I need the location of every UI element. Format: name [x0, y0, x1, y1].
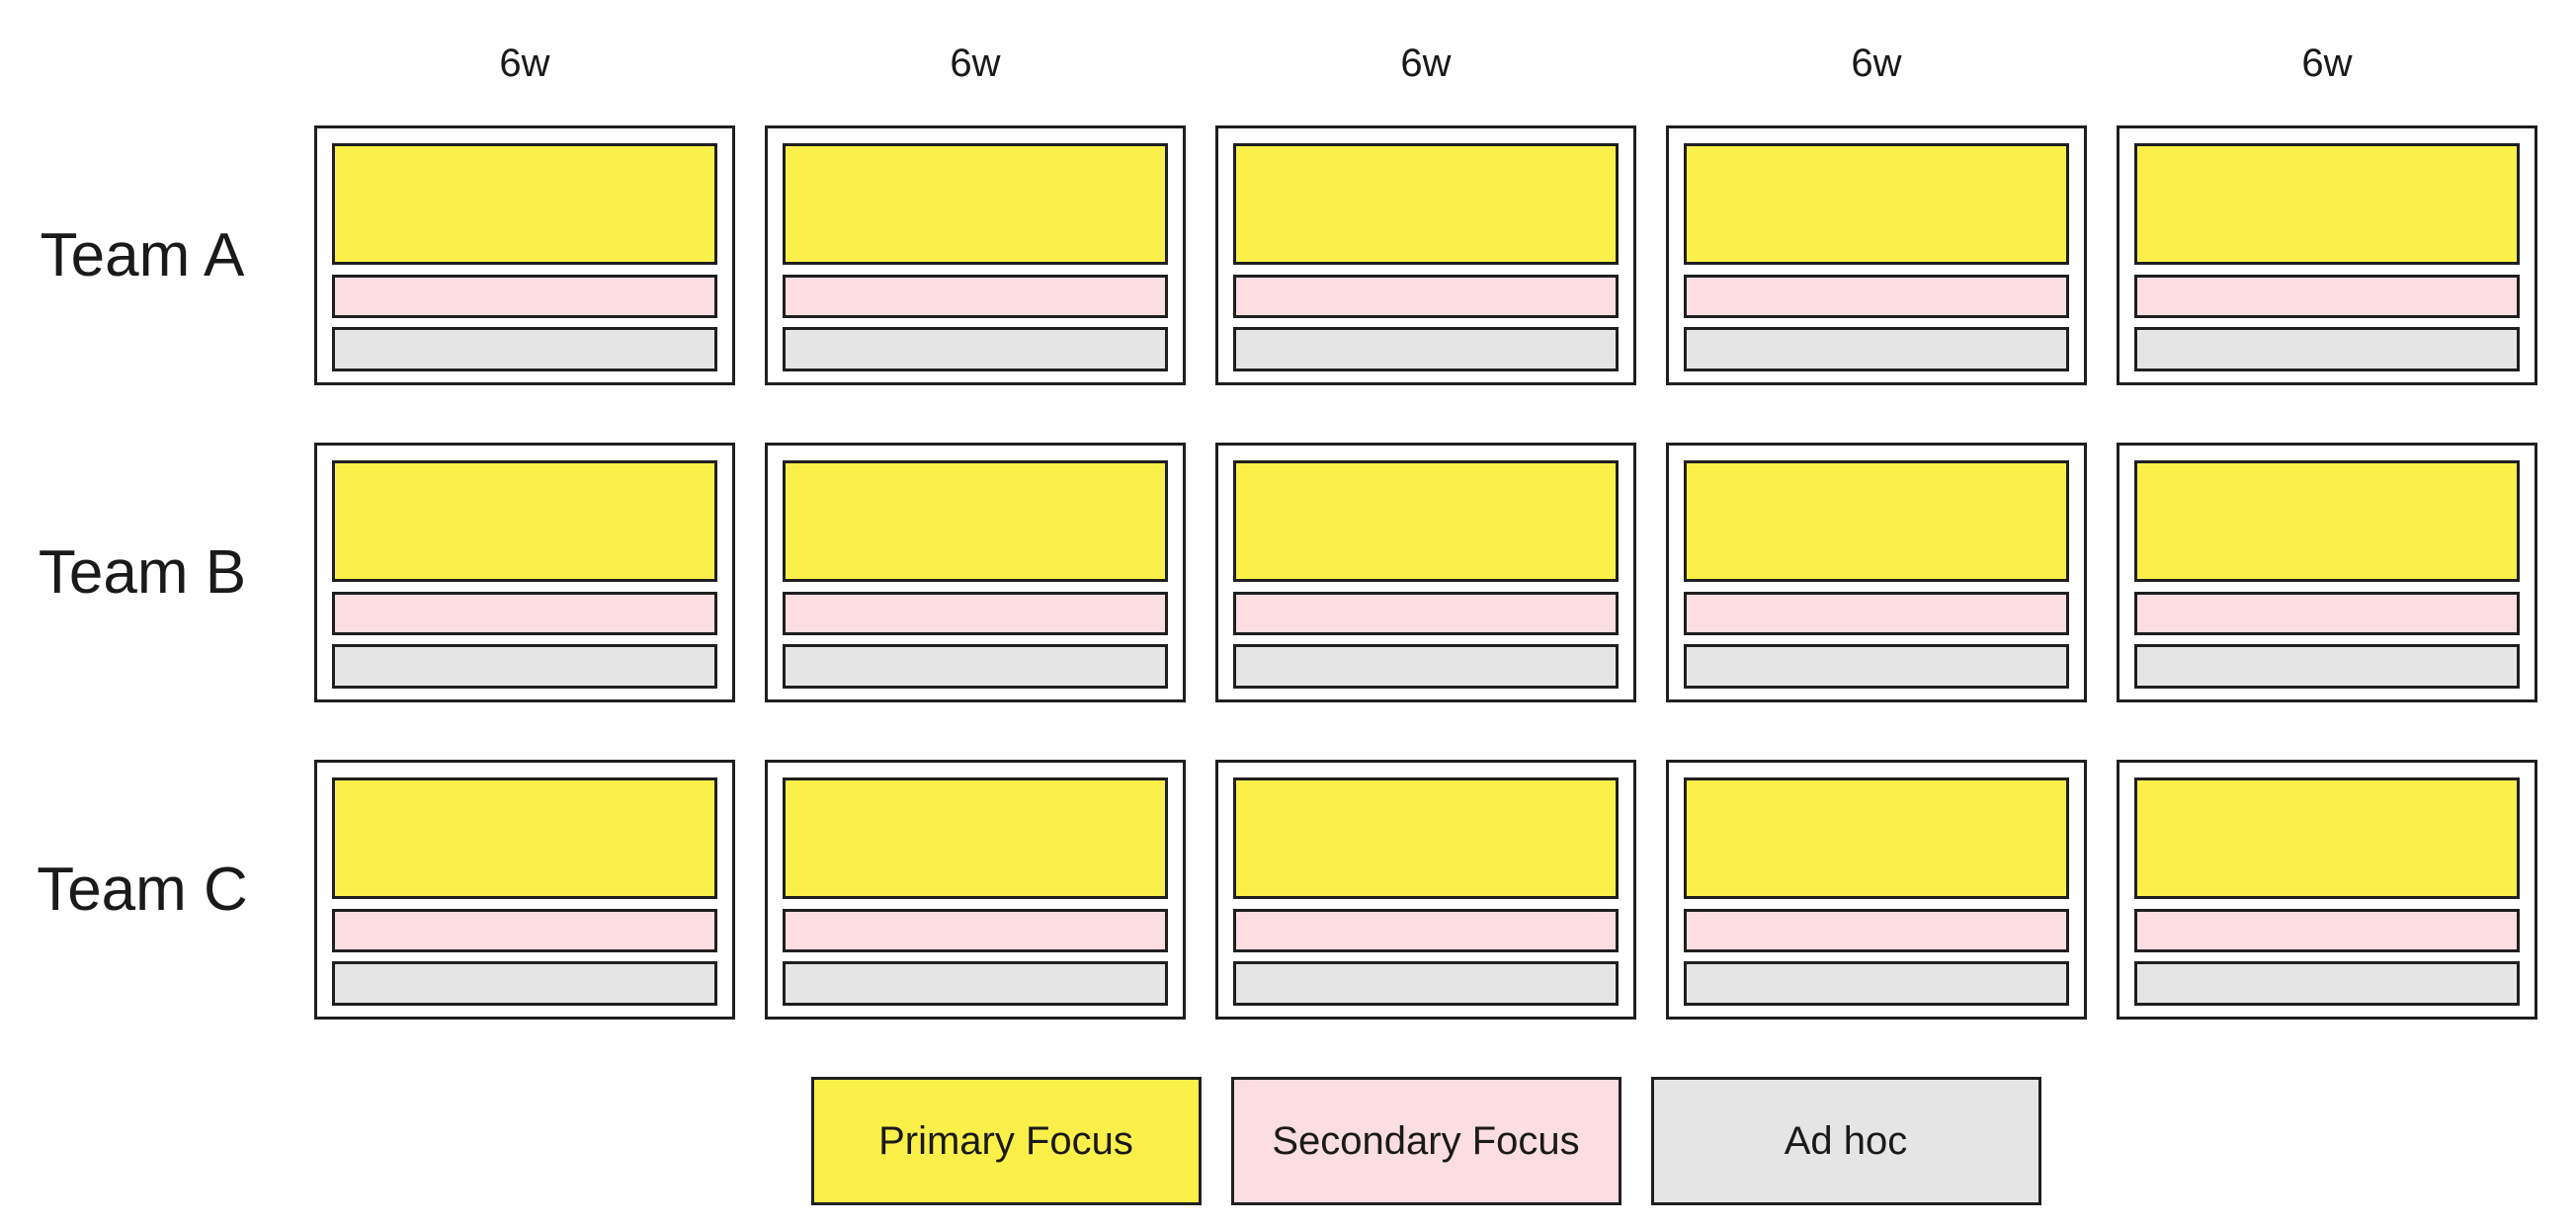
column-header-label: 6w — [499, 41, 550, 85]
primary-focus-bar — [332, 460, 717, 582]
sprint-cell — [765, 443, 1186, 702]
legend-box-ad-hoc: Ad hoc — [1650, 1077, 2041, 1205]
ad-hoc-bar — [1684, 644, 2069, 689]
legend-box-primary-focus: Primary Focus — [810, 1077, 1202, 1205]
ad-hoc-bar — [1684, 327, 2069, 371]
secondary-focus-bar — [783, 592, 1168, 635]
primary-focus-bar — [332, 143, 717, 265]
sprint-cell — [1215, 443, 1636, 702]
column-header-row: 6w 6w 6w 6w 6w — [0, 0, 2537, 125]
ad-hoc-bar — [783, 644, 1168, 689]
ad-hoc-bar — [1233, 644, 1619, 689]
ad-hoc-bar — [1233, 961, 1619, 1006]
primary-focus-bar — [332, 777, 717, 899]
primary-focus-bar — [1233, 777, 1619, 899]
sprint-cell — [314, 125, 735, 385]
team-label: Team B — [38, 537, 247, 607]
primary-focus-bar — [1233, 460, 1619, 582]
secondary-focus-bar — [2134, 275, 2520, 318]
legend-box-secondary-focus: Secondary Focus — [1230, 1077, 1621, 1205]
ad-hoc-bar — [783, 327, 1168, 371]
team-row: Team A — [0, 125, 2537, 385]
primary-focus-bar — [2134, 777, 2520, 899]
primary-focus-bar — [2134, 143, 2520, 265]
secondary-focus-bar — [783, 275, 1168, 318]
secondary-focus-bar — [1684, 592, 2069, 635]
primary-focus-bar — [783, 460, 1168, 582]
primary-focus-bar — [1684, 460, 2069, 582]
sprint-cell — [1666, 760, 2087, 1020]
primary-focus-bar — [1684, 777, 2069, 899]
primary-focus-bar — [1684, 143, 2069, 265]
secondary-focus-bar — [1233, 275, 1619, 318]
legend-label: Secondary Focus — [1272, 1119, 1580, 1163]
ad-hoc-bar — [332, 327, 717, 371]
column-header-label: 6w — [1851, 41, 1902, 85]
primary-focus-bar — [1233, 143, 1619, 265]
column-header-label: 6w — [1400, 41, 1452, 85]
ad-hoc-bar — [332, 961, 717, 1006]
secondary-focus-bar — [1233, 592, 1619, 635]
team-label: Team C — [37, 855, 248, 924]
sprint-cell — [314, 443, 735, 702]
secondary-focus-bar — [783, 909, 1168, 952]
legend-label: Primary Focus — [878, 1119, 1133, 1163]
ad-hoc-bar — [332, 644, 717, 689]
team-label: Team A — [40, 220, 245, 289]
primary-focus-bar — [783, 777, 1168, 899]
column-header-label: 6w — [2301, 41, 2353, 85]
secondary-focus-bar — [332, 909, 717, 952]
sprint-cell — [765, 760, 1186, 1020]
sprint-cell — [1666, 125, 2087, 385]
team-row: Team B — [0, 443, 2537, 702]
secondary-focus-bar — [1233, 909, 1619, 952]
primary-focus-bar — [783, 143, 1168, 265]
sprint-cell — [2117, 760, 2537, 1020]
secondary-focus-bar — [1684, 275, 2069, 318]
secondary-focus-bar — [2134, 909, 2520, 952]
ad-hoc-bar — [783, 961, 1168, 1006]
sprint-cell — [1666, 443, 2087, 702]
sprint-cell — [314, 760, 735, 1020]
sprint-cell — [765, 125, 1186, 385]
ad-hoc-bar — [1233, 327, 1619, 371]
ad-hoc-bar — [2134, 644, 2520, 689]
sprint-cell — [1215, 760, 1636, 1020]
team-row: Team C — [0, 760, 2537, 1020]
primary-focus-bar — [2134, 460, 2520, 582]
secondary-focus-bar — [332, 592, 717, 635]
ad-hoc-bar — [2134, 961, 2520, 1006]
sprint-cell — [1215, 125, 1636, 385]
secondary-focus-bar — [332, 275, 717, 318]
sprint-cell — [2117, 443, 2537, 702]
ad-hoc-bar — [1684, 961, 2069, 1006]
legend: Primary Focus Secondary Focus Ad hoc — [314, 1077, 2537, 1205]
secondary-focus-bar — [2134, 592, 2520, 635]
legend-label: Ad hoc — [1784, 1119, 1908, 1163]
sprint-cell — [2117, 125, 2537, 385]
ad-hoc-bar — [2134, 327, 2520, 371]
column-header-label: 6w — [950, 41, 1001, 85]
secondary-focus-bar — [1684, 909, 2069, 952]
